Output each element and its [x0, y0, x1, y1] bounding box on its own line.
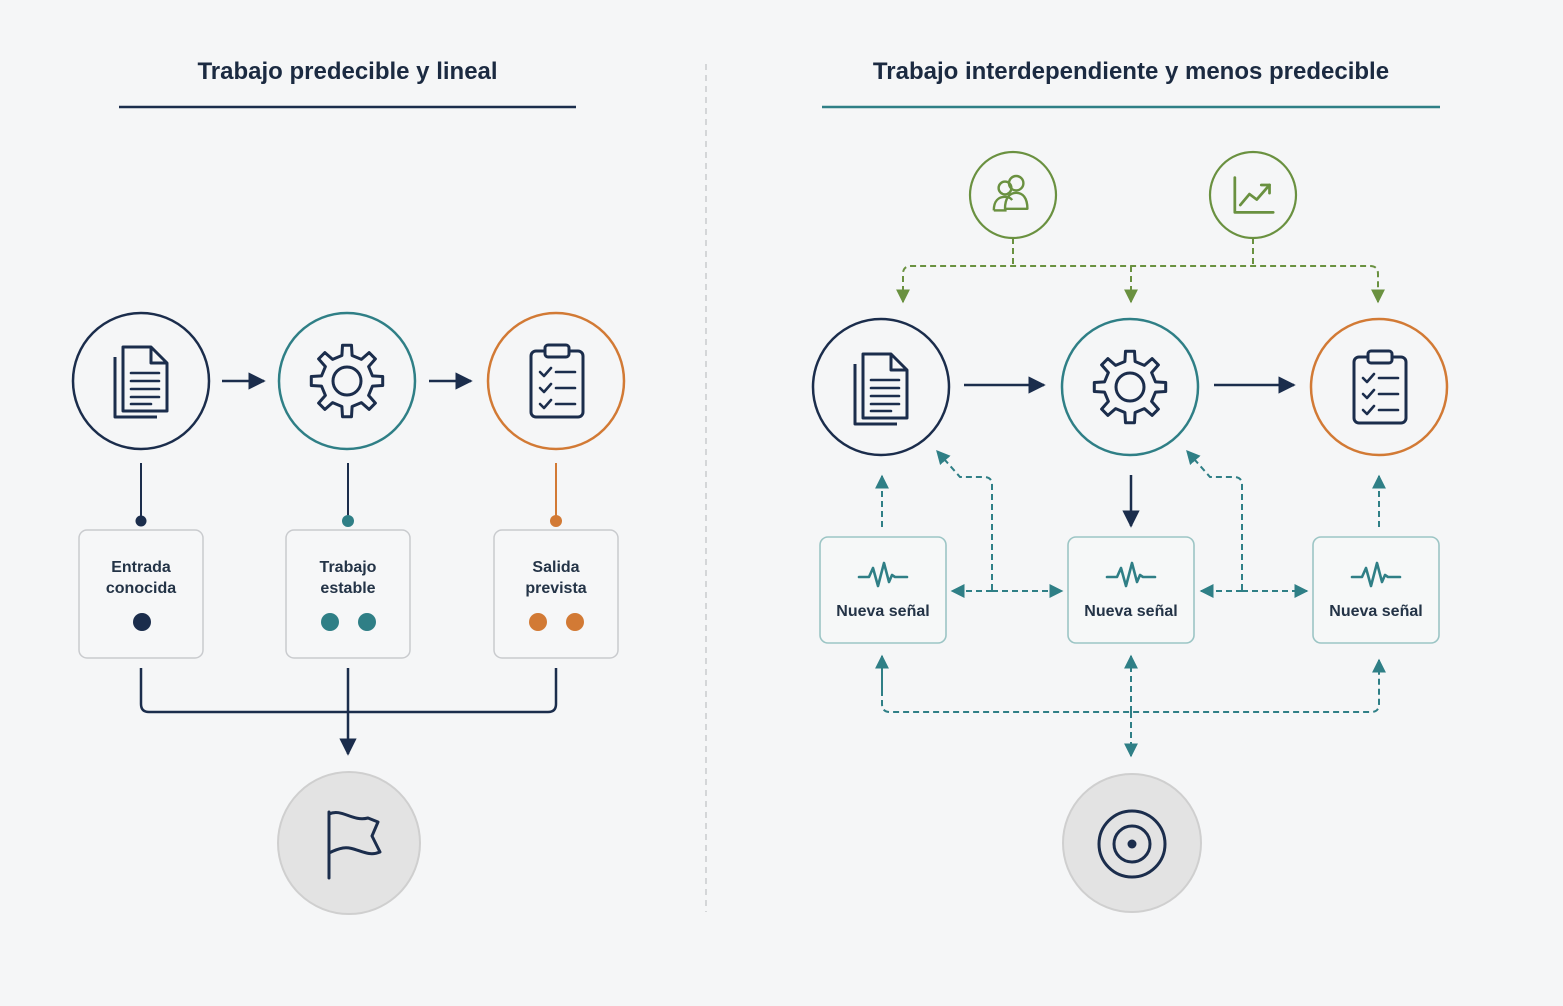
- right-panel: [811, 150, 1449, 913]
- box-label: Salida prevista: [494, 557, 618, 599]
- signal-label: Nueva señal: [836, 603, 930, 620]
- box-label: Trabajo estable: [286, 557, 410, 599]
- left-process-node: [277, 311, 417, 451]
- flag-icon: [327, 810, 382, 880]
- box-label-line2: prevista: [525, 580, 587, 597]
- left-output-node: [486, 311, 626, 451]
- box-label-line1: Salida: [532, 559, 580, 576]
- box-label-line1: Trabajo: [319, 559, 377, 576]
- gear-icon: [309, 343, 385, 419]
- signal-box: [819, 536, 947, 644]
- signal-box: [1067, 536, 1195, 644]
- signal-label: Nueva señal: [1084, 603, 1178, 620]
- green-dashed-feeds: [896, 238, 1385, 304]
- target-icon: [1097, 809, 1167, 879]
- right-process-node: [1060, 317, 1200, 457]
- box-label-line2: estable: [320, 580, 376, 597]
- right-panel-title: Trabajo interdependiente y menos predeci…: [872, 58, 1390, 85]
- trend-node: [1208, 150, 1298, 240]
- gear-icon: [1092, 349, 1168, 425]
- signal-label: Nueva señal: [1329, 603, 1423, 620]
- dot-teal: [358, 613, 376, 631]
- left-panel: [71, 311, 626, 915]
- dot-navy: [133, 613, 151, 631]
- left-panel-title: Trabajo predecible y lineal: [197, 58, 498, 85]
- box-label-line1: Entrada: [111, 559, 171, 576]
- finish-node: [277, 771, 421, 915]
- left-input-node: [71, 311, 211, 451]
- box-salida-prevista: [493, 529, 619, 659]
- dot-orange: [566, 613, 584, 631]
- dot-teal: [321, 613, 339, 631]
- goal-node: [1062, 773, 1202, 913]
- box-trabajo-estable: [285, 529, 411, 659]
- right-input-node: [811, 317, 951, 457]
- right-output-node: [1309, 317, 1449, 457]
- box-label-line2: conocida: [105, 580, 177, 597]
- box-entrada-conocida: [78, 529, 204, 659]
- box-label: Entrada conocida: [79, 557, 203, 599]
- signal-box: [1312, 536, 1440, 644]
- people-node: [968, 150, 1058, 240]
- teal-dashed-feedback: [875, 449, 1386, 758]
- dot-orange: [529, 613, 547, 631]
